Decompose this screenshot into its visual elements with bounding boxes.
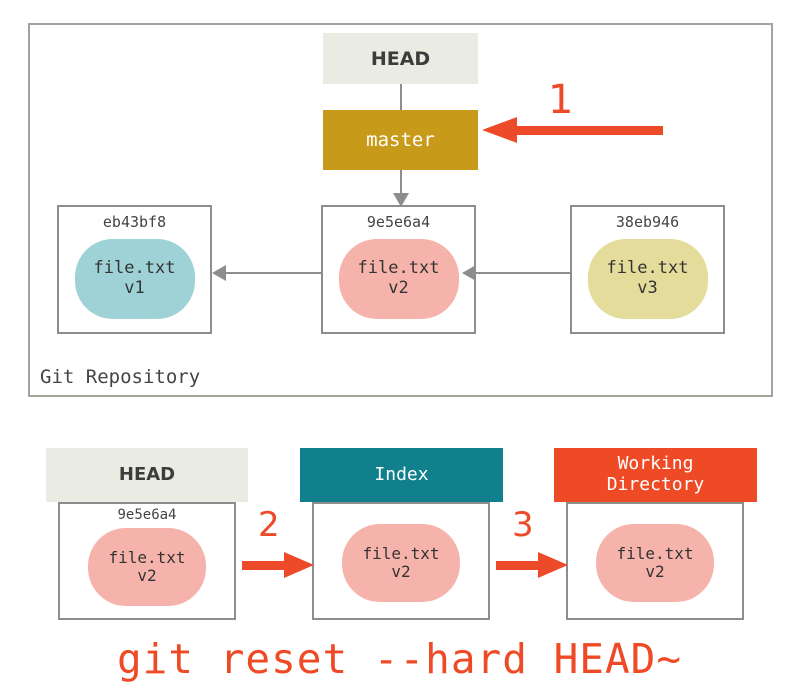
commit-box-9e5e6a4: 9e5e6a4 file.txt v2	[321, 205, 476, 334]
blob-version: v2	[391, 562, 411, 581]
command-caption: git reset --hard HEAD~	[116, 635, 683, 683]
blob-file-name: file.txt	[616, 543, 694, 563]
commit-sha-label: 38eb946	[615, 213, 680, 231]
commit-blob: file.txt v1	[74, 239, 195, 319]
tree-body-working-directory: file.txt v2	[566, 502, 744, 620]
commit-parent-arrowhead-icon	[212, 265, 226, 281]
callout-arrow-1-shaft	[515, 126, 663, 135]
tree-body-index: file.txt v2	[312, 502, 490, 620]
tree-header-label: HEAD	[118, 463, 176, 485]
commit-sha-label: eb43bf8	[102, 213, 167, 231]
tree-header-head: HEAD	[46, 448, 248, 502]
git-repository-label: Git Repository	[40, 366, 201, 388]
blob-file-name: file.txt	[362, 543, 440, 563]
commit-parent-connector	[476, 272, 570, 274]
tree-header-working-directory: Working Directory	[554, 448, 757, 502]
commit-parent-connector	[226, 272, 321, 274]
commit-blob: file.txt v3	[587, 239, 708, 319]
blob-file-name: file.txt	[108, 547, 186, 567]
tree-blob: file.txt v2	[342, 524, 460, 602]
tree-header-label: Working	[617, 453, 694, 475]
step-number-3: 3	[512, 505, 534, 545]
blob-file-name: file.txt	[357, 258, 440, 279]
step-arrow-3-arrowhead-icon	[538, 552, 568, 578]
tree-header-label: Index	[374, 463, 429, 485]
blob-version: v2	[388, 278, 409, 298]
tree-header-index: Index	[300, 448, 503, 502]
tree-sha-label: 9e5e6a4	[117, 507, 177, 523]
commit-blob: file.txt v2	[338, 239, 459, 319]
blob-version: v1	[124, 278, 145, 298]
blob-version: v2	[137, 566, 157, 585]
master-branch-box: master	[323, 110, 478, 170]
callout-number-1: 1	[548, 77, 574, 123]
head-pointer-box: HEAD	[323, 33, 478, 84]
commit-sha-label: 9e5e6a4	[366, 213, 431, 231]
blob-version: v2	[645, 562, 665, 581]
commit-box-38eb946: 38eb946 file.txt v3	[570, 205, 725, 334]
step-arrow-2-arrowhead-icon	[284, 552, 314, 578]
step-arrow-3-shaft	[496, 561, 538, 570]
head-to-master-connector	[400, 84, 402, 110]
master-to-commit-arrowhead-icon	[393, 193, 409, 207]
tree-blob: file.txt v2	[596, 524, 714, 602]
blob-version: v3	[637, 278, 658, 298]
commit-box-eb43bf8: eb43bf8 file.txt v1	[57, 205, 212, 334]
step-arrow-2-shaft	[242, 561, 284, 570]
blob-file-name: file.txt	[606, 258, 689, 279]
tree-header-label-line2: Directory	[606, 474, 705, 495]
step-number-2: 2	[258, 505, 280, 545]
tree-body-head: 9e5e6a4 file.txt v2	[58, 502, 236, 620]
blob-file-name: file.txt	[93, 258, 176, 279]
commit-parent-arrowhead-icon	[462, 265, 476, 281]
master-to-commit-connector	[400, 170, 402, 198]
tree-blob: file.txt v2	[88, 528, 206, 606]
callout-arrow-1-arrowhead-icon	[482, 117, 517, 143]
